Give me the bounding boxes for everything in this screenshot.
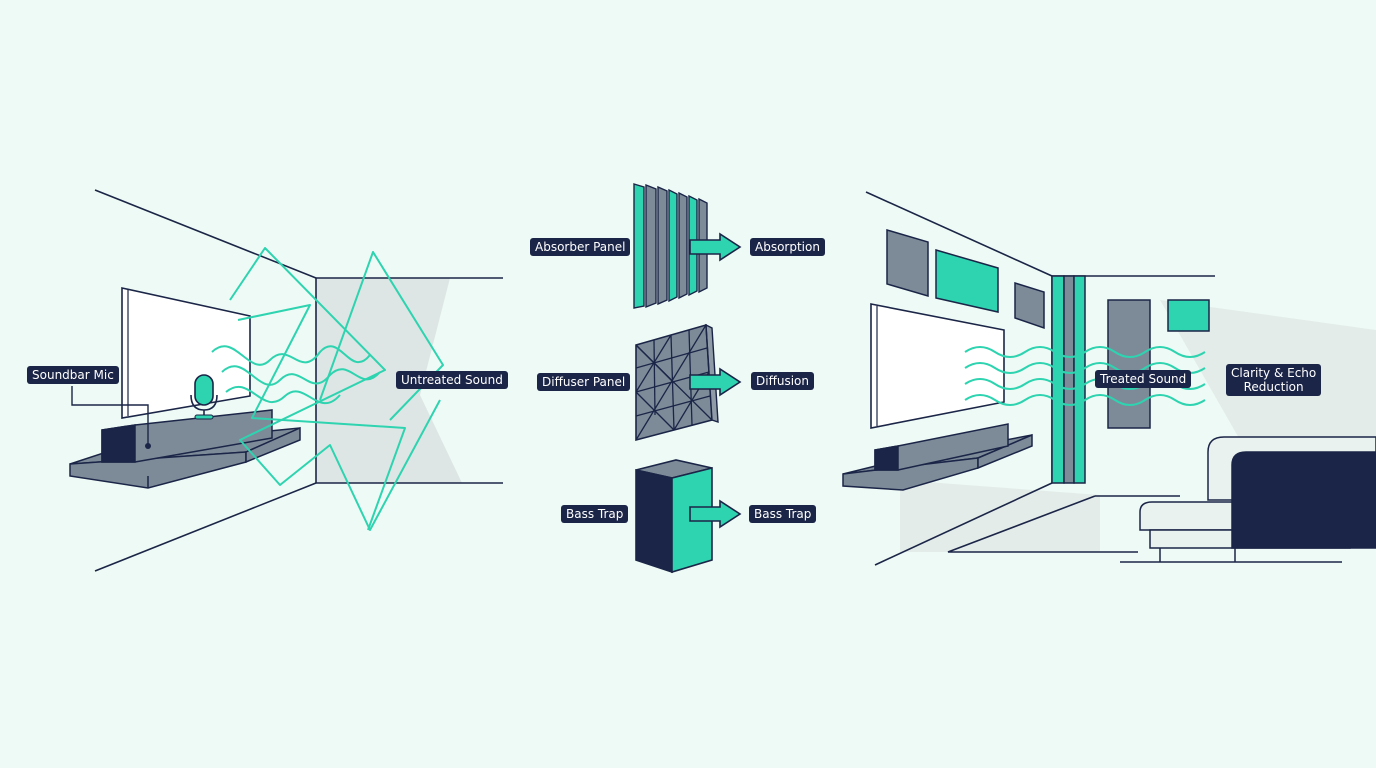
treatment-legend [633, 183, 742, 574]
absorber-panel-graphic [633, 183, 708, 309]
soundbar-mic-leader-dot [145, 443, 151, 449]
bass-trap-graphic [635, 459, 713, 574]
absorption-label: Absorption [750, 238, 825, 256]
treated-sound-label: Treated Sound [1095, 370, 1192, 388]
diffuser-panel-label: Diffuser Panel [537, 373, 631, 391]
clarity-echo-reduction-label: Clarity & Echo Reduction [1226, 364, 1322, 396]
back-wall-panel-gray [1107, 299, 1151, 429]
untreated-sound-waves [211, 247, 444, 531]
sofa [1139, 436, 1376, 562]
microphone-icon [190, 374, 218, 420]
right-tv [870, 303, 1005, 429]
wall-panel-3 [1014, 281, 1045, 330]
untreated-sound-label: Untreated Sound [396, 371, 508, 389]
clarity-echo-line: Clarity & Echo [1231, 366, 1317, 380]
diffusion-arrow [689, 367, 742, 397]
wall-panel-2 [935, 249, 999, 313]
corner-trap-2 [1063, 275, 1075, 484]
soundbar-mic-leader [71, 386, 149, 445]
left-soundbar [101, 409, 273, 463]
wall-panel-1 [886, 228, 929, 298]
bass-trap-arrow [689, 499, 742, 529]
bass-trap-item-label: Bass Trap [561, 505, 629, 523]
right-room [842, 191, 1376, 566]
reduction-line: Reduction [1243, 380, 1304, 394]
back-wall-panel-teal [1167, 299, 1210, 332]
corner-trap-1 [1051, 275, 1065, 484]
absorption-arrow [689, 232, 742, 262]
soundbar-mic-label: Soundbar Mic [27, 366, 119, 384]
absorber-panel-label: Absorber Panel [530, 238, 631, 256]
diffuser-panel-graphic [635, 323, 719, 442]
bass-trap-effect-label: Bass Trap [749, 505, 817, 523]
left-room [69, 189, 503, 572]
left-tv [121, 287, 251, 419]
diffusion-label: Diffusion [751, 372, 814, 390]
corner-trap-3 [1073, 275, 1086, 484]
right-floor-shape [900, 480, 1100, 552]
right-soundbar [874, 423, 1009, 471]
left-back-wall-panel [316, 278, 462, 483]
